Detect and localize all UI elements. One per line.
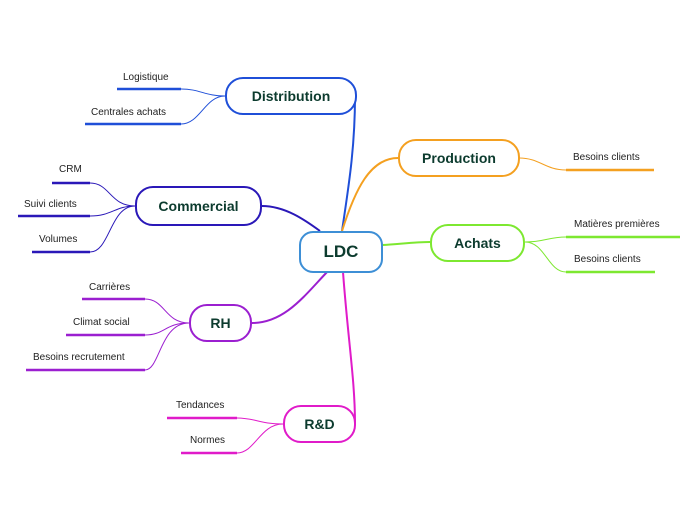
connector-distribution: [341, 95, 356, 232]
leaf-achats-besoins-clients[interactable]: Besoins clients: [574, 254, 641, 265]
node-achats-label: Achats: [454, 235, 501, 251]
node-commercial-label: Commercial: [158, 198, 239, 214]
node-distribution[interactable]: Distribution: [225, 77, 357, 115]
connector-rh: [251, 270, 329, 324]
node-commercial[interactable]: Commercial: [135, 186, 262, 226]
node-rh[interactable]: RH: [189, 304, 252, 342]
node-distribution-label: Distribution: [251, 88, 331, 104]
leaf-suivi-clients[interactable]: Suivi clients: [24, 199, 77, 210]
connector-achats: [381, 241, 431, 246]
leaf-tendances[interactable]: Tendances: [176, 400, 225, 411]
node-rd-label: R&D: [304, 416, 335, 432]
central-node-label: LDC: [323, 242, 359, 261]
leaf-matieres-premieres[interactable]: Matières premières: [574, 219, 660, 230]
leaf-crm[interactable]: CRM: [59, 164, 82, 175]
leaf-logistique[interactable]: Logistique: [123, 72, 169, 83]
leaf-climat-social[interactable]: Climat social: [73, 317, 130, 328]
node-production[interactable]: Production: [398, 139, 520, 177]
leaf-normes[interactable]: Normes: [190, 435, 226, 446]
leaf-centrales-achats[interactable]: Centrales achats: [91, 107, 167, 118]
connector-production: [341, 157, 399, 232]
node-rh-label: RH: [210, 315, 231, 331]
leaf-carrieres[interactable]: Carrières: [89, 282, 131, 293]
leaf-besoins-recrutement[interactable]: Besoins recrutement: [33, 352, 125, 363]
connector-rd: [342, 271, 356, 425]
leaf-production-besoins-clients[interactable]: Besoins clients: [573, 152, 640, 163]
node-rd[interactable]: R&D: [283, 405, 356, 443]
connector-commercial: [261, 205, 321, 232]
node-production-label: Production: [422, 150, 496, 166]
node-achats[interactable]: Achats: [430, 224, 525, 262]
central-node[interactable]: LDC: [299, 231, 383, 273]
leaf-volumes[interactable]: Volumes: [39, 234, 78, 245]
